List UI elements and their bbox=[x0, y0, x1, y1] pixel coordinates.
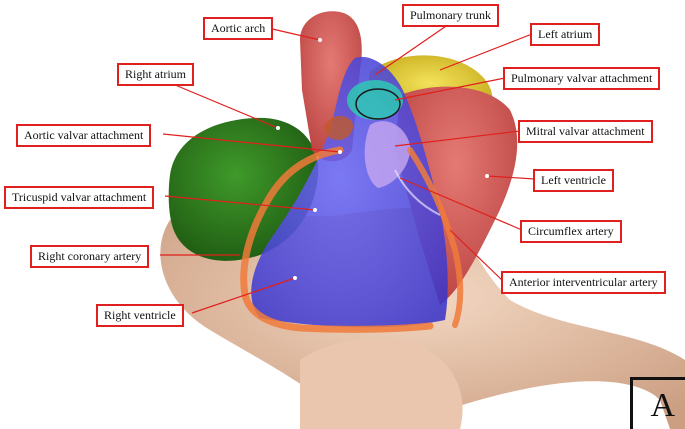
label-right-atrium: Right atrium bbox=[117, 63, 194, 86]
dot-aortic-valvar bbox=[338, 150, 342, 154]
circumflex-artery-shape bbox=[394, 169, 441, 216]
pulmonary-valve-ring bbox=[355, 88, 401, 120]
dot-left-ventricle bbox=[485, 174, 489, 178]
label-mitral-valvar-attachment: Mitral valvar attachment bbox=[518, 120, 653, 143]
panel-corner-frame bbox=[630, 377, 685, 429]
leader-left-ventricle bbox=[486, 175, 536, 180]
dot-right-atrium bbox=[276, 126, 280, 130]
leader-circumflex-artery bbox=[399, 177, 523, 231]
label-anterior-interventricular-artery: Anterior interventricular artery bbox=[501, 271, 666, 294]
leader-pulmonary-valvar-attachment bbox=[394, 77, 506, 101]
label-aortic-arch: Aortic arch bbox=[203, 17, 274, 40]
leader-right-atrium bbox=[167, 81, 279, 129]
leader-dots bbox=[276, 38, 489, 280]
label-circumflex-artery: Circumflex artery bbox=[520, 220, 622, 243]
pulmonary-valve-shape bbox=[347, 80, 403, 120]
leader-left-atrium bbox=[439, 33, 533, 71]
right-ventricle-shape bbox=[251, 56, 448, 328]
leader-right-ventricle bbox=[191, 277, 296, 314]
anterior-interventricular-artery-shape bbox=[407, 147, 464, 328]
leader-tricuspid-valvar-attachment bbox=[164, 195, 316, 211]
leader-aortic-arch bbox=[267, 27, 321, 41]
label-right-coronary-artery: Right coronary artery bbox=[30, 245, 150, 268]
aortic-valve-shape bbox=[324, 115, 354, 140]
label-aortic-valvar-attachment: Aortic valvar attachment bbox=[16, 124, 152, 147]
dot-right-ventricle bbox=[293, 276, 297, 280]
leader-mitral-valvar-attachment bbox=[394, 130, 521, 147]
leader-anterior-interventricular-artery bbox=[449, 229, 504, 282]
mitral-valve-shape bbox=[364, 121, 411, 188]
leader-lines bbox=[160, 21, 536, 314]
label-pulmonary-valvar-attachment: Pulmonary valvar attachment bbox=[503, 67, 661, 90]
label-pulmonary-trunk: Pulmonary trunk bbox=[402, 4, 499, 27]
label-left-atrium: Left atrium bbox=[530, 23, 601, 46]
leader-pulmonary-trunk bbox=[374, 21, 453, 76]
label-right-ventricle: Right ventricle bbox=[96, 304, 184, 327]
right-hand bbox=[300, 337, 463, 429]
label-tricuspid-valvar-attachment: Tricuspid valvar attachment bbox=[4, 186, 155, 209]
panel-letter: A bbox=[650, 387, 675, 424]
label-left-ventricle: Left ventricle bbox=[533, 169, 614, 192]
leader-aortic-valvar-attachment bbox=[162, 133, 341, 153]
dot-tricuspid bbox=[313, 208, 317, 212]
dot-aortic-arch bbox=[318, 38, 322, 42]
